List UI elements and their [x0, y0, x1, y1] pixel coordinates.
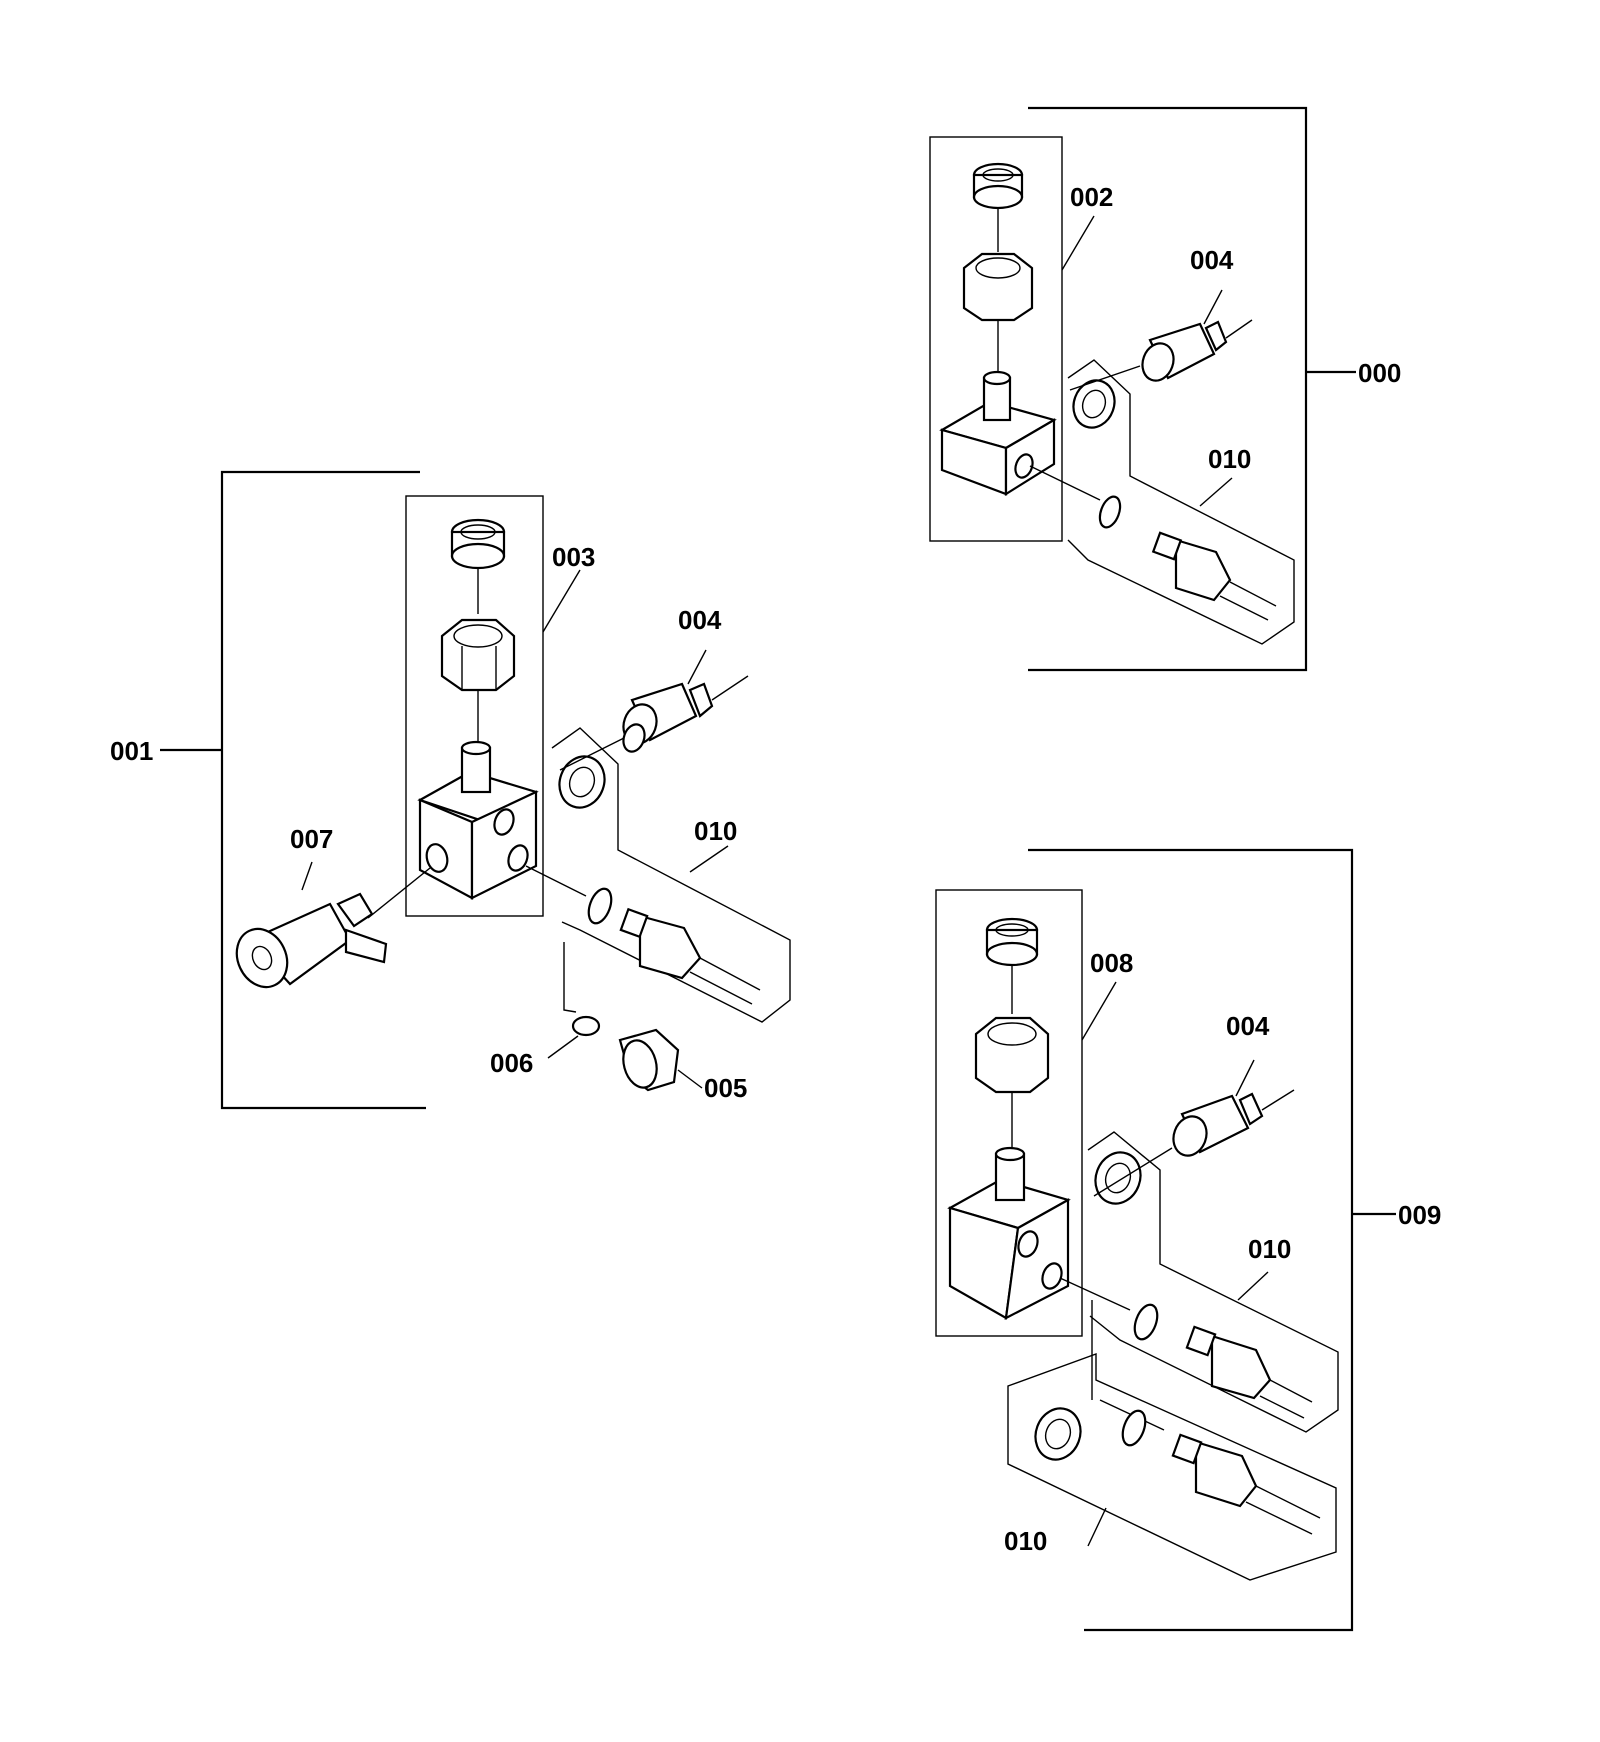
callout-010-left: 010: [694, 816, 738, 846]
axis-line: [563, 942, 577, 1013]
axis-line: [525, 865, 587, 897]
callout-004-top: 004: [1190, 245, 1234, 275]
callout-004-left: 004: [678, 605, 722, 635]
axis-line: [1059, 1277, 1131, 1311]
axis-line: [711, 675, 749, 701]
callout-008: 008: [1090, 948, 1134, 978]
hex-nut: [974, 1016, 1050, 1094]
callout-010-bottom-upper: 010: [1248, 1234, 1292, 1264]
gasket-plate-lower: [1007, 1353, 1337, 1581]
leader-010: [1199, 477, 1233, 507]
axis-line: [1029, 465, 1101, 501]
tube-connector: [1171, 1433, 1321, 1535]
callout-001: 001: [110, 736, 154, 766]
assembly-009: [935, 848, 1396, 1632]
leader-010: [1237, 1271, 1269, 1301]
o-ring: [1133, 1303, 1159, 1341]
gasket-plate: [1067, 359, 1295, 645]
leader-005: [677, 1069, 703, 1089]
callout-006: 006: [490, 1048, 534, 1078]
sealing-washer: [1072, 379, 1116, 429]
callout-007: 007: [290, 824, 334, 854]
drain-valve-007: [235, 892, 388, 989]
axis-line: [559, 737, 625, 771]
group-box-008: [935, 889, 1083, 1337]
hex-nut: [962, 252, 1034, 322]
sealing-washer: [1034, 1407, 1082, 1461]
compression-ring: [972, 162, 1024, 210]
leader-003: [542, 569, 581, 633]
axis-line: [1225, 319, 1253, 339]
leader-002: [1061, 215, 1095, 271]
hex-nut: [440, 618, 516, 692]
leader-010: [689, 845, 729, 873]
callout-000: 000: [1358, 358, 1402, 388]
group-box-002: [929, 136, 1063, 542]
group-box-003: [405, 495, 544, 917]
callout-009: 009: [1398, 1200, 1442, 1230]
assembly-000: [929, 106, 1356, 672]
bracket-001: [220, 470, 426, 1110]
o-ring-006: [571, 1015, 601, 1037]
o-ring: [1121, 1409, 1147, 1447]
bracket-009: [1028, 848, 1354, 1632]
leader-004: [1203, 289, 1223, 325]
bracket-000: [1028, 106, 1308, 672]
callout-010-bottom-lower: 010: [1004, 1526, 1048, 1556]
leader-010-lower: [1087, 1507, 1107, 1547]
sealing-washer: [1094, 1151, 1142, 1205]
callout-005: 005: [704, 1073, 748, 1103]
compression-ring: [450, 518, 506, 570]
tee-block-body: [947, 1146, 1071, 1320]
sealing-washer: [558, 755, 606, 809]
o-ring: [587, 887, 613, 925]
tube-connector: [1185, 1325, 1313, 1419]
gasket-plate-upper: [1087, 1131, 1339, 1433]
leader-006: [547, 1035, 579, 1059]
axis-line: [1261, 1089, 1295, 1111]
axis-line: [367, 867, 431, 919]
tube-connector: [1151, 531, 1277, 621]
compression-ring: [985, 917, 1039, 967]
callout-002: 002: [1070, 182, 1114, 212]
tee-block-body: [939, 370, 1057, 496]
callout-010-top: 010: [1208, 444, 1252, 474]
axis-line: [1093, 1147, 1173, 1197]
assembly-001: [160, 470, 791, 1110]
screw-plug-005: [618, 1028, 680, 1092]
adapter-fitting-004: [1172, 1092, 1264, 1157]
tee-block-body: [417, 740, 539, 900]
adapter-fitting-004: [622, 682, 714, 753]
leader-004: [687, 649, 707, 685]
o-ring: [1098, 495, 1122, 529]
tube-connector: [619, 907, 761, 1005]
adapter-fitting-004: [1141, 320, 1228, 382]
callout-004-bottom: 004: [1226, 1011, 1270, 1041]
axis-line: [1069, 365, 1141, 391]
leader-008: [1081, 981, 1117, 1041]
leader-007: [301, 861, 313, 891]
leader-004: [1235, 1059, 1255, 1097]
callout-003: 003: [552, 542, 596, 572]
